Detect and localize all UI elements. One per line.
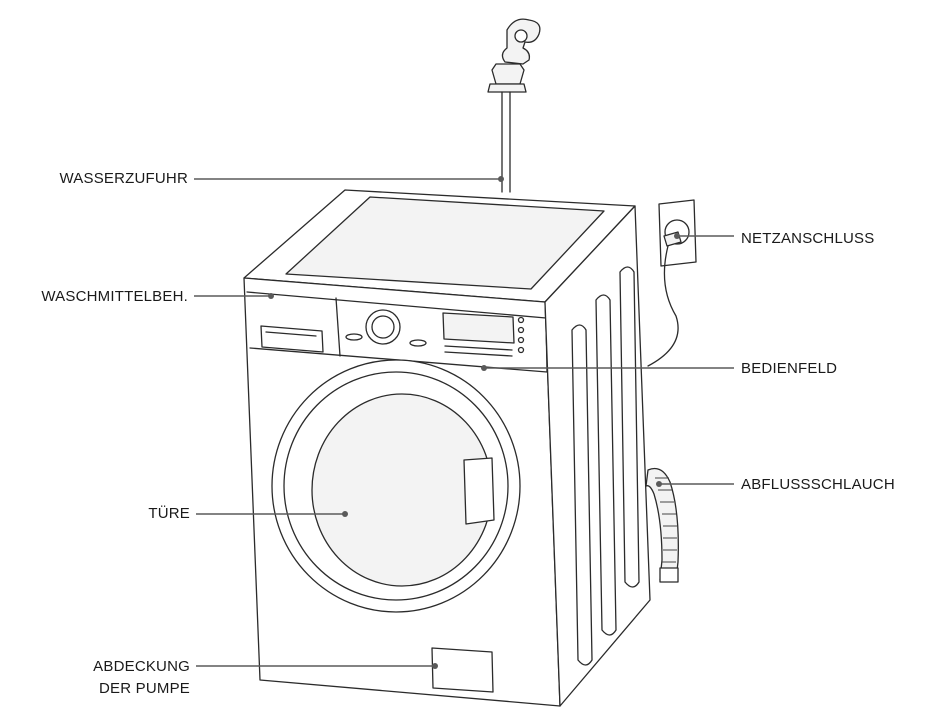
- washer-top: [243, 189, 636, 303]
- label-door: TÜRE: [148, 505, 190, 522]
- power-socket-icon: [647, 199, 697, 367]
- label-water-supply: WASSERZUFUHR: [59, 170, 188, 187]
- label-detergent-drawer: WASCHMITTELBEH.: [41, 288, 188, 305]
- washer-side: [544, 205, 651, 707]
- label-drain-hose: ABFLUSSSCHLAUCH: [741, 476, 895, 493]
- label-power-plug: NETZANSCHLUSS: [741, 230, 875, 247]
- callout-lines: [194, 176, 734, 669]
- label-control-panel: BEDIENFELD: [741, 360, 838, 377]
- washer-front: [243, 277, 561, 707]
- drain-hose-icon: [645, 467, 679, 583]
- water-tap-icon: [487, 18, 541, 193]
- label-pump-cover-line1: ABDECKUNG: [93, 658, 190, 675]
- label-pump-cover-line2: DER PUMPE: [99, 680, 190, 697]
